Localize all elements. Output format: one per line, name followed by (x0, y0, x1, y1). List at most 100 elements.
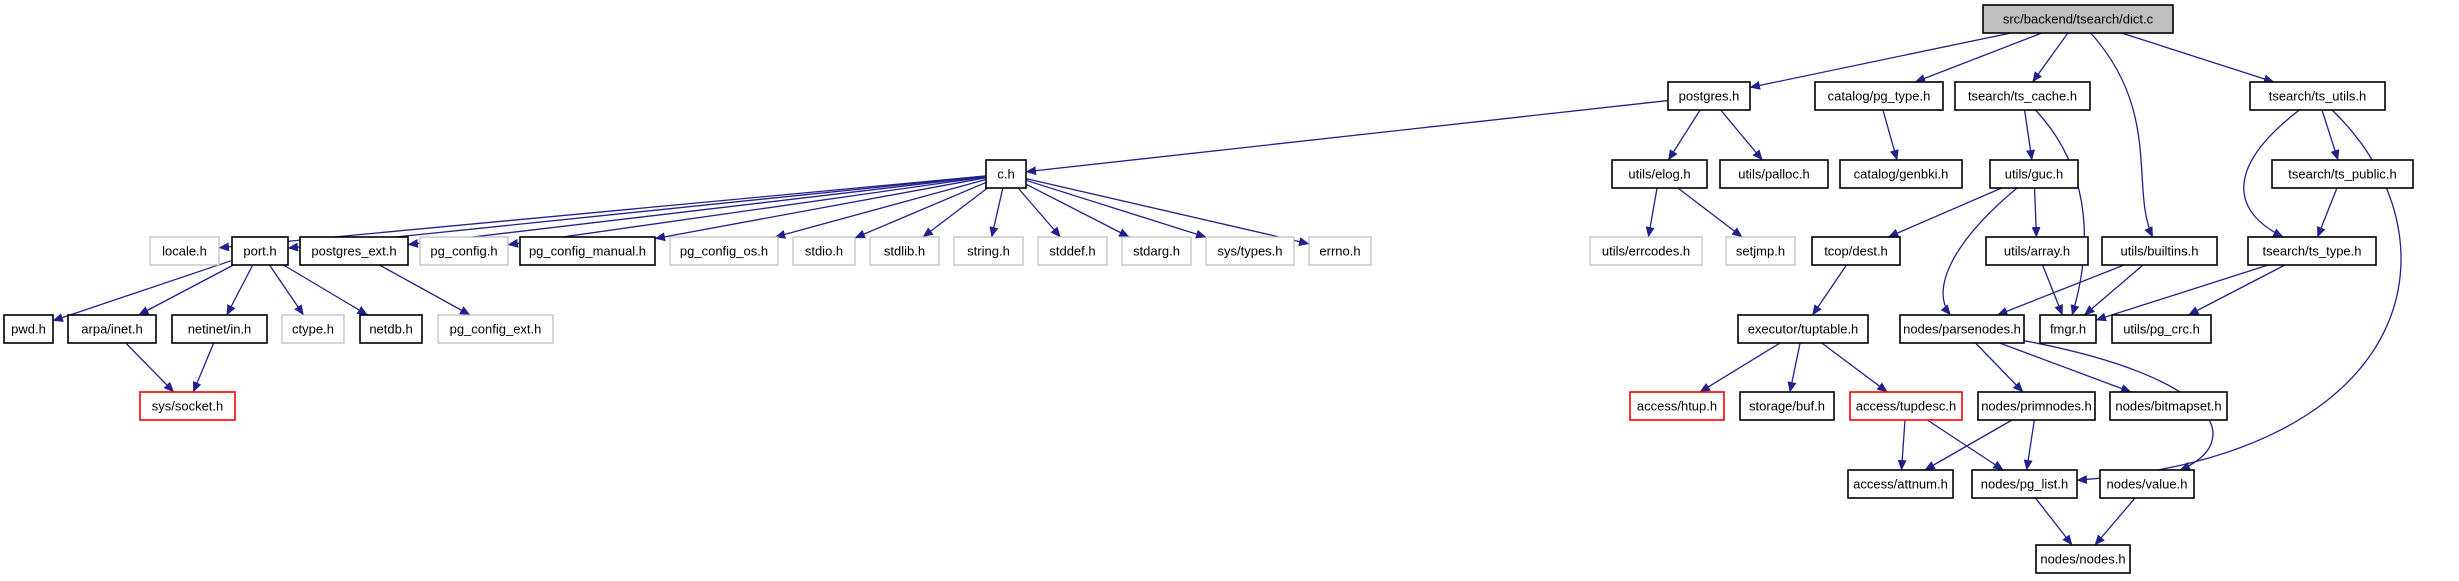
node-parsenodes_h[interactable]: nodes/parsenodes.h (1899, 314, 2025, 344)
edge-port_h-to-netinet_in_h (226, 264, 254, 316)
node-box-dest_h[interactable] (1811, 236, 1901, 266)
node-box-arpa_inet_h[interactable] (67, 314, 157, 344)
node-tupdesc_h[interactable]: access/tupdesc.h (1849, 391, 1963, 421)
node-box-pg_list_h[interactable] (1971, 469, 2078, 499)
node-fmgr_h[interactable]: fmgr.h (2039, 314, 2097, 344)
node-box-netinet_in_h[interactable] (171, 314, 268, 344)
node-label-postgres_ext_h: postgres_ext.h (311, 244, 396, 259)
node-label-locale_h: locale.h (162, 244, 207, 259)
node-box-elog_h[interactable] (1611, 159, 1708, 189)
node-label-pg_config_h: pg_config.h (430, 244, 497, 259)
edge-array_h-to-fmgr_h (2041, 264, 2064, 316)
node-box-string_h (953, 236, 1024, 266)
node-box-nodes_h[interactable] (2035, 544, 2131, 574)
node-netdb_h[interactable]: netdb.h (359, 314, 423, 344)
node-box-builtins_h[interactable] (2101, 236, 2218, 266)
node-genbki_h[interactable]: catalog/genbki.h (1839, 159, 1963, 189)
edge-c_h-to-stdarg_h (1025, 183, 1130, 238)
node-box-tuptable_h[interactable] (1737, 314, 1869, 344)
node-box-postgres_h[interactable] (1667, 81, 1751, 111)
node-box-fmgr_h[interactable] (2039, 314, 2097, 344)
node-box-buf_h[interactable] (1739, 391, 1835, 421)
node-box-parsenodes_h[interactable] (1899, 314, 2025, 344)
node-postgres_h[interactable]: postgres.h (1667, 81, 1751, 111)
node-box-c_h[interactable] (985, 159, 1027, 189)
edge-ts_cache_h-to-guc_h (2023, 109, 2035, 161)
node-box-stddef_h (1037, 236, 1108, 266)
node-ts_type_h[interactable]: tsearch/ts_type.h (2247, 236, 2377, 266)
node-ts_utils_h[interactable]: tsearch/ts_utils.h (2249, 81, 2386, 111)
edge-parsenodes_h-to-bitmapset_h (1999, 342, 2132, 393)
node-builtins_h[interactable]: utils/builtins.h (2101, 236, 2218, 266)
node-box-guc_h[interactable] (1989, 159, 2079, 189)
edge-tupdesc_h-to-pg_list_h (1926, 419, 2004, 471)
node-label-sys_types_h: sys/types.h (1217, 244, 1282, 259)
edges (52, 32, 2402, 546)
node-label-tuptable_h: executor/tuptable.h (1748, 322, 1859, 337)
node-box-attnum_h[interactable] (1847, 469, 1954, 499)
node-box-netdb_h[interactable] (359, 314, 423, 344)
node-htup_h[interactable]: access/htup.h (1629, 391, 1725, 421)
node-pg_list_h[interactable]: nodes/pg_list.h (1971, 469, 2078, 499)
node-sys_socket_h[interactable]: sys/socket.h (139, 391, 236, 421)
edge-c_h-to-string_h (989, 187, 1004, 238)
node-elog_h[interactable]: utils/elog.h (1611, 159, 1708, 189)
node-pg_crc_h[interactable]: utils/pg_crc.h (2111, 314, 2212, 344)
node-array_h[interactable]: utils/array.h (1985, 236, 2089, 266)
node-palloc_h[interactable]: utils/palloc.h (1719, 159, 1829, 189)
node-box-stdlib_h (869, 236, 940, 266)
node-box-value_h[interactable] (2099, 469, 2195, 499)
node-bitmapset_h[interactable]: nodes/bitmapset.h (2109, 391, 2228, 421)
node-pg_type_h[interactable]: catalog/pg_type.h (1814, 81, 1944, 111)
node-box-primnodes_h[interactable] (1977, 391, 2096, 421)
node-box-pwd_h[interactable] (3, 314, 54, 344)
node-arpa_inet_h[interactable]: arpa/inet.h (67, 314, 157, 344)
node-value_h[interactable]: nodes/value.h (2099, 469, 2195, 499)
edge-c_h-to-pg_config_h (507, 176, 987, 248)
node-box-pg_crc_h[interactable] (2111, 314, 2212, 344)
node-label-string_h: string.h (967, 244, 1010, 259)
node-label-setjmp_h: setjmp.h (1736, 244, 1785, 259)
node-box-ts_cache_h[interactable] (1954, 81, 2091, 111)
node-primnodes_h[interactable]: nodes/primnodes.h (1977, 391, 2096, 421)
node-box-tupdesc_h[interactable] (1849, 391, 1963, 421)
node-ts_public_h[interactable]: tsearch/ts_public.h (2271, 159, 2414, 189)
node-label-array_h: utils/array.h (2004, 244, 2070, 259)
node-box-postgres_ext_h[interactable] (299, 236, 409, 266)
node-label-tupdesc_h: access/tupdesc.h (1856, 399, 1956, 414)
node-label-builtins_h: utils/builtins.h (2120, 244, 2198, 259)
node-attnum_h[interactable]: access/attnum.h (1847, 469, 1954, 499)
node-tuptable_h[interactable]: executor/tuptable.h (1737, 314, 1869, 344)
node-buf_h[interactable]: storage/buf.h (1739, 391, 1835, 421)
node-postgres_ext_h[interactable]: postgres_ext.h (299, 236, 409, 266)
node-netinet_in_h[interactable]: netinet/in.h (171, 314, 268, 344)
node-nodes_h[interactable]: nodes/nodes.h (2035, 544, 2131, 574)
node-box-sys_socket_h[interactable] (139, 391, 236, 421)
node-box-array_h[interactable] (1985, 236, 2089, 266)
node-box-ts_public_h[interactable] (2271, 159, 2414, 189)
edge-dict_c-to-ts_utils_h (2121, 32, 2275, 84)
node-box-ts_type_h[interactable] (2247, 236, 2377, 266)
node-port_h[interactable]: port.h (231, 236, 289, 266)
node-box-htup_h[interactable] (1629, 391, 1725, 421)
node-box-ts_utils_h[interactable] (2249, 81, 2386, 111)
node-label-elog_h: utils/elog.h (1628, 167, 1690, 182)
node-box-bitmapset_h[interactable] (2109, 391, 2228, 421)
node-box-pg_config_manual_h[interactable] (519, 236, 656, 266)
node-box-stdio_h (792, 236, 856, 266)
node-box-palloc_h[interactable] (1719, 159, 1829, 189)
node-guc_h[interactable]: utils/guc.h (1989, 159, 2079, 189)
node-pwd_h[interactable]: pwd.h (3, 314, 54, 344)
node-dest_h[interactable]: tcop/dest.h (1811, 236, 1901, 266)
node-stddef_h: stddef.h (1037, 236, 1108, 266)
node-ts_cache_h[interactable]: tsearch/ts_cache.h (1954, 81, 2091, 111)
node-box-port_h[interactable] (231, 236, 289, 266)
node-locale_h: locale.h (149, 236, 220, 266)
node-box-genbki_h[interactable] (1839, 159, 1963, 189)
edge-ts_type_h-to-fmgr_h (2095, 264, 2269, 322)
node-box-pg_type_h[interactable] (1814, 81, 1944, 111)
node-pg_config_manual_h[interactable]: pg_config_manual.h (519, 236, 656, 266)
node-c_h[interactable]: c.h (985, 159, 1027, 189)
